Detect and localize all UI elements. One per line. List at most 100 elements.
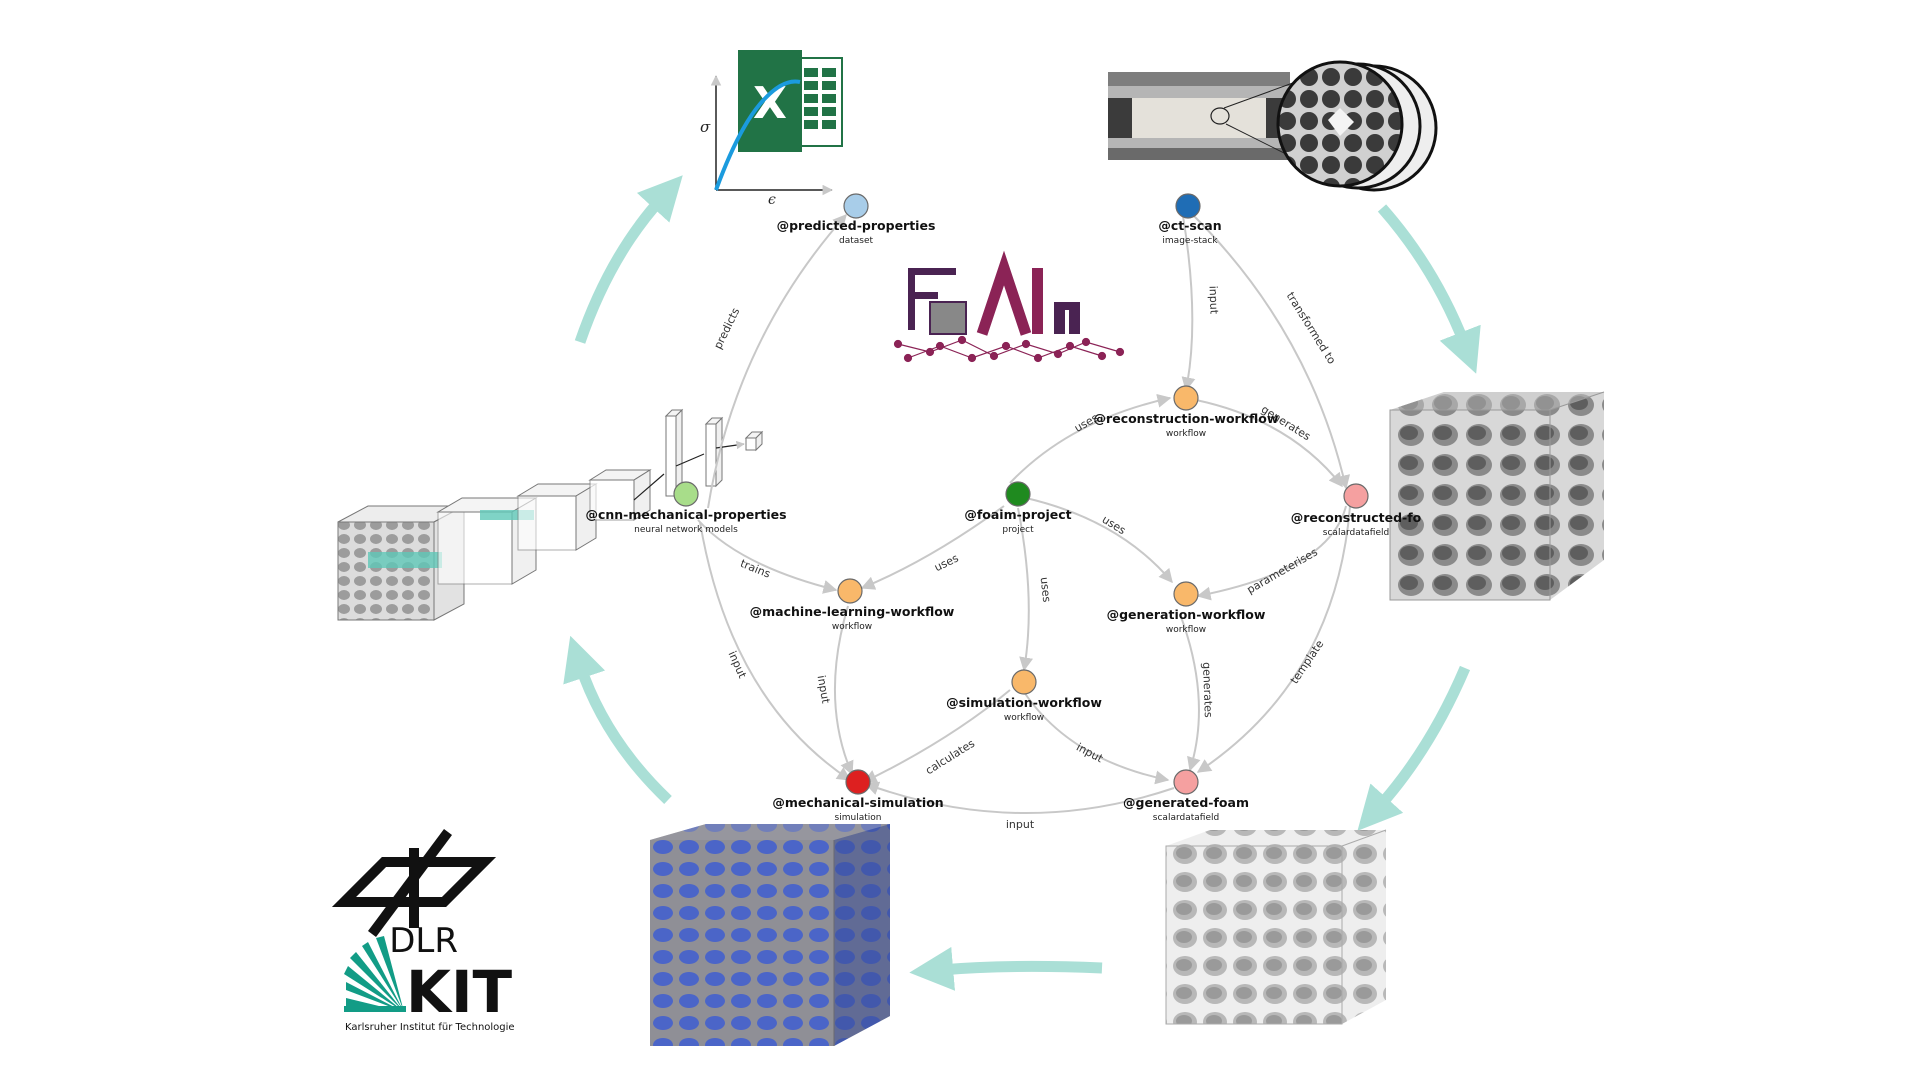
workflow-node-icon[interactable]: [837, 578, 863, 604]
edge-calculates: [862, 689, 1011, 783]
graph-edges: [697, 211, 1351, 814]
edge-transformed-to: [1189, 211, 1351, 490]
scalardatafield-node-icon[interactable]: [1173, 769, 1199, 795]
scalardatafield-node-icon[interactable]: [1343, 483, 1369, 509]
generated-foam-render: [1165, 829, 1387, 1025]
kit-logo: KIT Karlsruher Institut für Technologie: [344, 936, 515, 1033]
edge-predicts: [707, 213, 847, 509]
stress-symbol: σ: [700, 118, 711, 136]
edge-uses-gen: [1025, 497, 1173, 584]
edge-uses-sim: [1017, 507, 1034, 672]
edge-label-input-ct: input: [1207, 286, 1221, 315]
stress-strain-curve: [714, 79, 801, 191]
node-title: @mechanical-simulation: [772, 795, 943, 810]
edge-label-calculates: calculates: [923, 737, 977, 778]
node-title: @foaim-project: [964, 507, 1071, 522]
excel-icon: [738, 50, 802, 152]
node-mechanical-simulation[interactable]: @mechanical-simulation simulation: [772, 769, 944, 823]
node-generated-foam[interactable]: @generated-foam scalardatafield: [1123, 769, 1249, 823]
edge-input-sim: [1023, 691, 1170, 785]
node-type: image-stack: [1162, 236, 1218, 246]
edge-label-template: template: [1288, 638, 1327, 687]
edge-label-parameterises: parameterises: [1245, 545, 1320, 596]
kit-fan-icon: [344, 936, 406, 1012]
node-machine-learning-workflow[interactable]: @machine-learning-workflow workflow: [750, 578, 955, 632]
simulation-node-icon[interactable]: [845, 769, 871, 795]
workflow-node-icon[interactable]: [1173, 385, 1199, 411]
node-title: @cnn-mechanical-properties: [585, 507, 786, 522]
node-title: @ct-scan: [1158, 218, 1221, 233]
node-foaim-project[interactable]: @foaim-project project: [964, 481, 1072, 535]
node-type: workflow: [1166, 429, 1206, 439]
edge-input-ml: [834, 605, 854, 776]
node-title: @reconstruction-workflow: [1094, 411, 1279, 426]
node-type: project: [1002, 525, 1034, 535]
node-generation-workflow[interactable]: @generation-workflow workflow: [1107, 581, 1266, 635]
cycle-arrow-left: [563, 635, 672, 804]
reconstructed-foam-render: [1389, 391, 1605, 601]
edge-label-transformed-to: transformed to: [1284, 290, 1339, 367]
edge-input-cnn: [699, 521, 852, 781]
nn-model-node-icon[interactable]: [673, 481, 699, 507]
cycle-arrow-top-left: [574, 175, 683, 344]
dataset-node-icon[interactable]: [843, 193, 869, 219]
node-type: neural network models: [634, 525, 738, 535]
node-type: simulation: [835, 813, 882, 823]
cycle-arrow-bottom: [909, 946, 1103, 991]
node-type: workflow: [832, 622, 872, 632]
cycle-arrow-right: [1357, 665, 1471, 831]
edge-trains: [697, 519, 838, 594]
excel-chart-inset: X σ ϵ: [700, 50, 843, 208]
edge-uses-recon: [1009, 393, 1172, 484]
edge-template: [1196, 505, 1351, 773]
simulation-mesh-render: [650, 824, 890, 1046]
ct-scan-photo: [1108, 60, 1438, 192]
node-ct-scan[interactable]: @ct-scan image-stack: [1158, 193, 1222, 246]
edge-label-input-bottom: input: [1006, 818, 1035, 831]
node-reconstruction-workflow[interactable]: @reconstruction-workflow workflow: [1094, 385, 1279, 439]
kit-text: KIT: [406, 958, 513, 1026]
node-title: @machine-learning-workflow: [750, 604, 955, 619]
foaim-logo: [893, 250, 1125, 363]
dlr-text: DLR: [389, 921, 458, 961]
dlr-emblem-icon: [331, 829, 497, 937]
node-title: @predicted-properties: [777, 218, 936, 233]
kit-subtitle: Karlsruher Institut für Technologie: [345, 1022, 515, 1033]
project-node-icon[interactable]: [1005, 481, 1031, 507]
edge-generates-gen: [1179, 613, 1201, 772]
cycle-arrows: [563, 175, 1481, 991]
edge-label-uses-sim: uses: [1038, 576, 1054, 603]
ct-slices: [1276, 60, 1438, 192]
dlr-logo: DLR: [331, 829, 497, 961]
node-title: @generation-workflow: [1107, 607, 1266, 622]
spreadsheet-cells: [804, 68, 836, 129]
edge-label-generates-gen: generates: [1200, 662, 1215, 718]
workflow-node-icon[interactable]: [1173, 581, 1199, 607]
node-predicted-properties[interactable]: @predicted-properties dataset: [777, 193, 936, 246]
edge-generates-recon: [1195, 399, 1343, 488]
edge-label-uses-ml: uses: [932, 551, 961, 574]
node-type: dataset: [839, 236, 873, 246]
cycle-arrow-top-right: [1377, 204, 1481, 374]
node-type: scalardatafield: [1153, 813, 1219, 823]
workflow-node-icon[interactable]: [1011, 669, 1037, 695]
node-cnn-mechanical-properties[interactable]: @cnn-mechanical-properties neural networ…: [585, 481, 787, 535]
node-reconstructed-foam[interactable]: @reconstructed-fo scalardatafield: [1291, 483, 1422, 538]
edge-label-predicts: predicts: [711, 306, 742, 352]
node-type: workflow: [1166, 625, 1206, 635]
edge-parameterises: [1196, 505, 1347, 601]
node-simulation-workflow[interactable]: @simulation-workflow workflow: [946, 669, 1102, 723]
node-type: workflow: [1004, 713, 1044, 723]
graph-nodes: @predicted-properties dataset @ct-scan i…: [585, 193, 1422, 823]
strain-symbol: ϵ: [768, 192, 776, 208]
node-title: @generated-foam: [1123, 795, 1249, 810]
node-type: scalardatafield: [1323, 528, 1389, 538]
edge-uses-ml: [860, 505, 1005, 590]
edge-label-input-sim: input: [1074, 741, 1106, 766]
image-stack-node-icon[interactable]: [1175, 193, 1201, 219]
edge-input-ct: [1181, 215, 1196, 392]
node-title: @simulation-workflow: [946, 695, 1102, 710]
edge-label-input-ml: input: [815, 674, 833, 705]
cnn-architecture-diagram: [337, 408, 764, 621]
